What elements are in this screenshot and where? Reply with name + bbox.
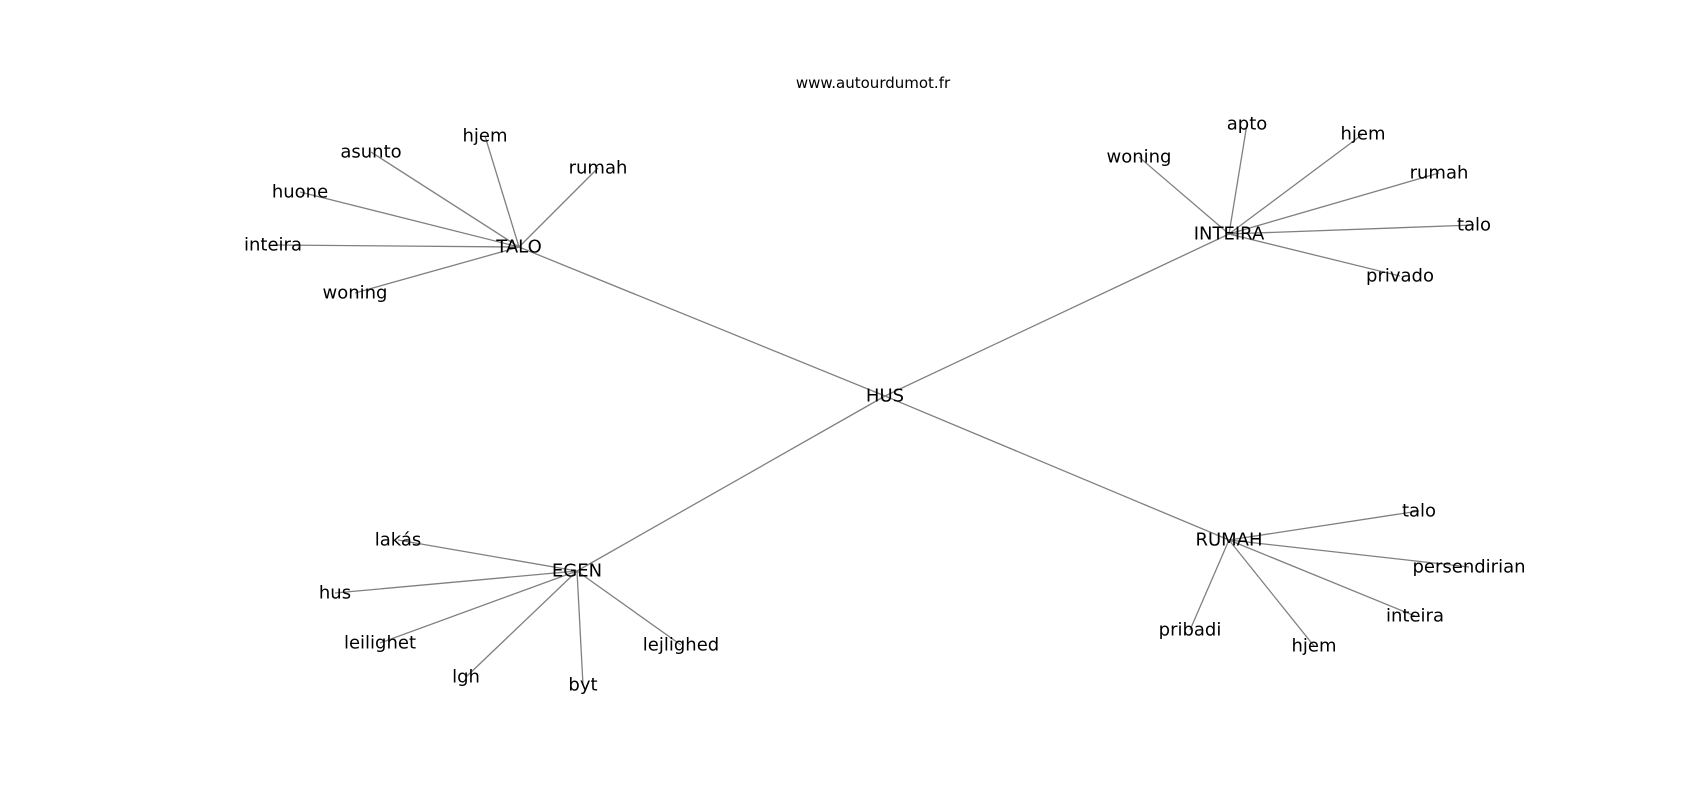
word-node[interactable]: woning: [1107, 147, 1172, 168]
word-node[interactable]: hus: [319, 583, 351, 604]
hub-node-talo[interactable]: TALO: [495, 237, 541, 258]
word-node[interactable]: byt: [568, 675, 597, 696]
graph-labels: asuntohjemrumahhuoneinteirawoningTALOwon…: [244, 114, 1526, 696]
edge-root-egen: [576, 395, 886, 572]
edge-inteira-1: [1228, 123, 1248, 235]
word-node[interactable]: talo: [1457, 215, 1491, 236]
word-node[interactable]: lakás: [375, 530, 422, 551]
edge-inteira-2: [1228, 133, 1364, 235]
hub-node-egen[interactable]: EGEN: [552, 561, 602, 582]
edge-rumah-2: [1228, 539, 1416, 617]
edge-egen-1: [334, 570, 578, 594]
edge-rumah-3: [1228, 539, 1315, 647]
word-node[interactable]: hjem: [1291, 636, 1336, 657]
word-node[interactable]: talo: [1402, 501, 1436, 522]
edge-rumah-0: [1228, 510, 1420, 541]
edge-inteira-0: [1138, 156, 1230, 235]
edge-talo-2: [518, 167, 599, 248]
hub-node-rumah[interactable]: RUMAH: [1195, 530, 1262, 551]
edge-root-rumah: [884, 395, 1230, 541]
edge-talo-4: [272, 244, 520, 248]
edge-egen-4: [576, 570, 584, 686]
edge-inteira-4: [1228, 224, 1475, 235]
word-node[interactable]: privado: [1366, 266, 1434, 287]
site-url[interactable]: www.autourdumot.fr: [796, 74, 951, 92]
word-node[interactable]: inteira: [1386, 606, 1444, 627]
word-node[interactable]: rumah: [569, 158, 628, 179]
edge-root-talo: [518, 246, 886, 397]
graph-edges: [272, 123, 1475, 686]
edge-talo-3: [299, 191, 520, 248]
edge-rumah-4: [1189, 539, 1230, 631]
word-node[interactable]: hjem: [1340, 124, 1385, 145]
word-node[interactable]: persendirian: [1412, 557, 1525, 578]
word-node[interactable]: woning: [323, 283, 388, 304]
edge-inteira-3: [1228, 172, 1440, 235]
edge-talo-0: [370, 151, 520, 248]
edge-egen-2: [379, 570, 578, 644]
edge-talo-5: [354, 246, 520, 294]
edge-egen-5: [576, 570, 682, 646]
edge-rumah-1: [1228, 539, 1470, 568]
word-node[interactable]: lejlighed: [643, 635, 719, 656]
edge-root-inteira: [884, 233, 1230, 397]
edge-egen-0: [397, 539, 578, 572]
word-node[interactable]: inteira: [244, 235, 302, 256]
edge-inteira-5: [1228, 233, 1401, 277]
edge-egen-3: [465, 570, 578, 678]
word-node[interactable]: hjem: [462, 126, 507, 147]
root-node[interactable]: HUS: [866, 386, 904, 407]
word-node[interactable]: pribadi: [1159, 620, 1222, 641]
word-node[interactable]: huone: [272, 182, 328, 203]
word-node[interactable]: leilighet: [344, 633, 416, 654]
word-node[interactable]: asunto: [340, 142, 401, 163]
hub-node-inteira[interactable]: INTEIRA: [1194, 224, 1265, 245]
word-node[interactable]: apto: [1227, 114, 1268, 135]
word-node[interactable]: lgh: [452, 667, 480, 688]
edge-talo-1: [484, 135, 520, 248]
word-node[interactable]: rumah: [1410, 163, 1469, 184]
